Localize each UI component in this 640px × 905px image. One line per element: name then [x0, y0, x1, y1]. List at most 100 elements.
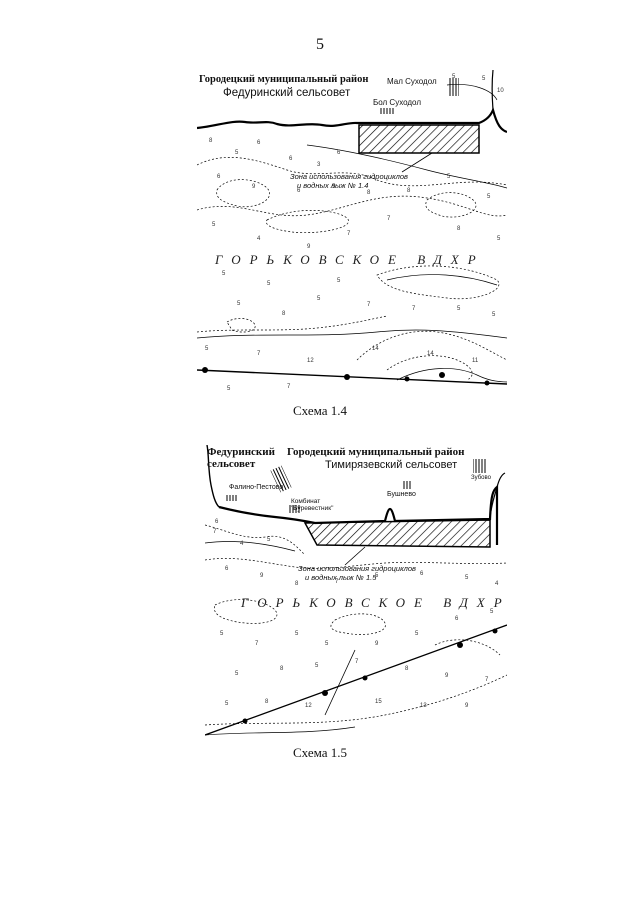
zone-label-line-1: Зона использования гидроциклов [298, 564, 416, 573]
svg-text:7: 7 [355, 659, 359, 665]
village-label-zubovo: Зубово [471, 475, 491, 481]
svg-text:7: 7 [347, 231, 351, 237]
svg-text:5: 5 [267, 537, 271, 543]
svg-text:7: 7 [257, 351, 261, 357]
svg-text:12: 12 [305, 703, 312, 709]
svg-text:5: 5 [447, 174, 451, 180]
svg-text:5: 5 [227, 386, 231, 392]
svg-text:5: 5 [415, 631, 419, 637]
svg-text:6: 6 [215, 519, 219, 525]
zone-label-line-2: и водных лыж № 1.4 [297, 181, 369, 190]
village-label-bushnevo: Бушнево [387, 491, 416, 498]
svg-text:6: 6 [289, 156, 293, 162]
svg-text:7: 7 [255, 641, 259, 647]
svg-text:7: 7 [335, 579, 339, 585]
svg-text:5: 5 [325, 641, 329, 647]
svg-text:5: 5 [482, 76, 486, 82]
zone-label-line-2: и водных лыж № 1.5 [305, 573, 377, 582]
village-label-kombinat: Комбинат [291, 498, 321, 505]
scheme-caption-1-5: Схема 1.5 [292, 745, 348, 760]
svg-text:4: 4 [240, 541, 244, 547]
svg-text:5: 5 [267, 281, 271, 287]
svg-text:9: 9 [260, 573, 264, 579]
svg-text:8: 8 [282, 311, 286, 317]
svg-text:8: 8 [209, 138, 213, 144]
svg-text:9: 9 [445, 673, 449, 679]
svg-text:5: 5 [237, 301, 241, 307]
reservoir-label: ГОРЬКОВСКОЕ ВДХР [241, 595, 507, 610]
svg-text:15: 15 [375, 699, 382, 705]
svg-text:5: 5 [315, 663, 319, 669]
svg-text:7: 7 [485, 677, 489, 683]
scheme-caption-1-4: Схема 1.4 [292, 403, 348, 418]
reservoir-label: ГОРЬКОВСКОЕ ВДХР [215, 252, 485, 267]
svg-text:9: 9 [465, 703, 469, 709]
council-left-label-line-1: Федуринский [207, 446, 275, 458]
svg-text:6: 6 [455, 616, 459, 622]
svg-text:7: 7 [387, 216, 391, 222]
svg-text:9: 9 [252, 184, 256, 190]
svg-text:8: 8 [280, 666, 284, 672]
svg-text:6: 6 [337, 150, 341, 156]
svg-text:4: 4 [257, 236, 261, 242]
svg-text:5: 5 [205, 346, 209, 352]
svg-text:3: 3 [317, 162, 321, 168]
map-scheme-1-5: 7 4 5 6 9 8 7 5 6 5 4 5 7 5 5 9 5 6 5 5 8 5 7 8 9 7 5 8 12 1… [205, 445, 507, 740]
zone-label-line-1: Зона использования гидроциклов [290, 172, 408, 181]
village-label-mal-sukhodol: Мал Суходол [387, 77, 437, 86]
district-label: Городецкий муниципальный район [287, 446, 465, 458]
svg-text:5: 5 [220, 631, 224, 637]
svg-text:7: 7 [213, 529, 217, 535]
svg-text:8: 8 [405, 666, 409, 672]
district-label: Городецкий муниципальный район [199, 74, 369, 85]
svg-text:8: 8 [265, 699, 269, 705]
svg-text:5: 5 [212, 222, 216, 228]
svg-text:5: 5 [497, 236, 501, 242]
svg-text:5: 5 [235, 671, 239, 677]
svg-text:5: 5 [332, 184, 336, 190]
svg-text:5: 5 [317, 296, 321, 302]
svg-text:12: 12 [307, 358, 314, 364]
svg-text:7: 7 [287, 384, 291, 390]
svg-text:6: 6 [225, 566, 229, 572]
svg-text:5: 5 [337, 278, 341, 284]
village-label-burevestnik: "Буревестник" [291, 505, 334, 512]
svg-text:14: 14 [372, 346, 379, 352]
svg-text:5: 5 [452, 74, 456, 80]
svg-text:5: 5 [465, 575, 469, 581]
svg-text:6: 6 [257, 140, 261, 146]
svg-text:11: 11 [472, 358, 479, 364]
village-label-falino-pestovo: Фалино-Пестово [229, 484, 284, 491]
svg-text:5: 5 [490, 609, 494, 615]
svg-text:10: 10 [497, 88, 504, 94]
page-number: 5 [316, 36, 324, 53]
council-left-label-line-2: сельсовет [207, 458, 256, 470]
council-label: Тимирязевский сельсовет [325, 459, 458, 471]
council-label: Федуринский сельсовет [223, 87, 351, 99]
svg-text:4: 4 [495, 581, 499, 587]
village-label-bol-sukhodol: Бол Суходол [373, 98, 421, 107]
svg-text:7: 7 [367, 302, 371, 308]
svg-text:6: 6 [217, 174, 221, 180]
svg-text:8: 8 [367, 190, 371, 196]
svg-text:6: 6 [297, 188, 301, 194]
svg-text:5: 5 [225, 701, 229, 707]
svg-text:8: 8 [295, 581, 299, 587]
svg-text:5: 5 [295, 631, 299, 637]
svg-text:5: 5 [457, 306, 461, 312]
svg-text:9: 9 [375, 641, 379, 647]
svg-text:8: 8 [407, 188, 411, 194]
svg-text:14: 14 [427, 351, 434, 357]
svg-text:5: 5 [375, 573, 379, 579]
svg-text:9: 9 [307, 244, 311, 250]
map-drawing-1-5: 7 4 5 6 9 8 7 5 6 5 4 5 7 5 5 9 5 6 5 5 8 5 7 8 9 7 5 8 12 1… [205, 445, 507, 736]
svg-text:8: 8 [457, 226, 461, 232]
svg-text:5: 5 [235, 150, 239, 156]
svg-text:13: 13 [420, 703, 427, 709]
svg-text:5: 5 [222, 271, 226, 277]
svg-text:6: 6 [420, 571, 424, 577]
svg-text:7: 7 [412, 306, 416, 312]
svg-text:5: 5 [487, 194, 491, 200]
